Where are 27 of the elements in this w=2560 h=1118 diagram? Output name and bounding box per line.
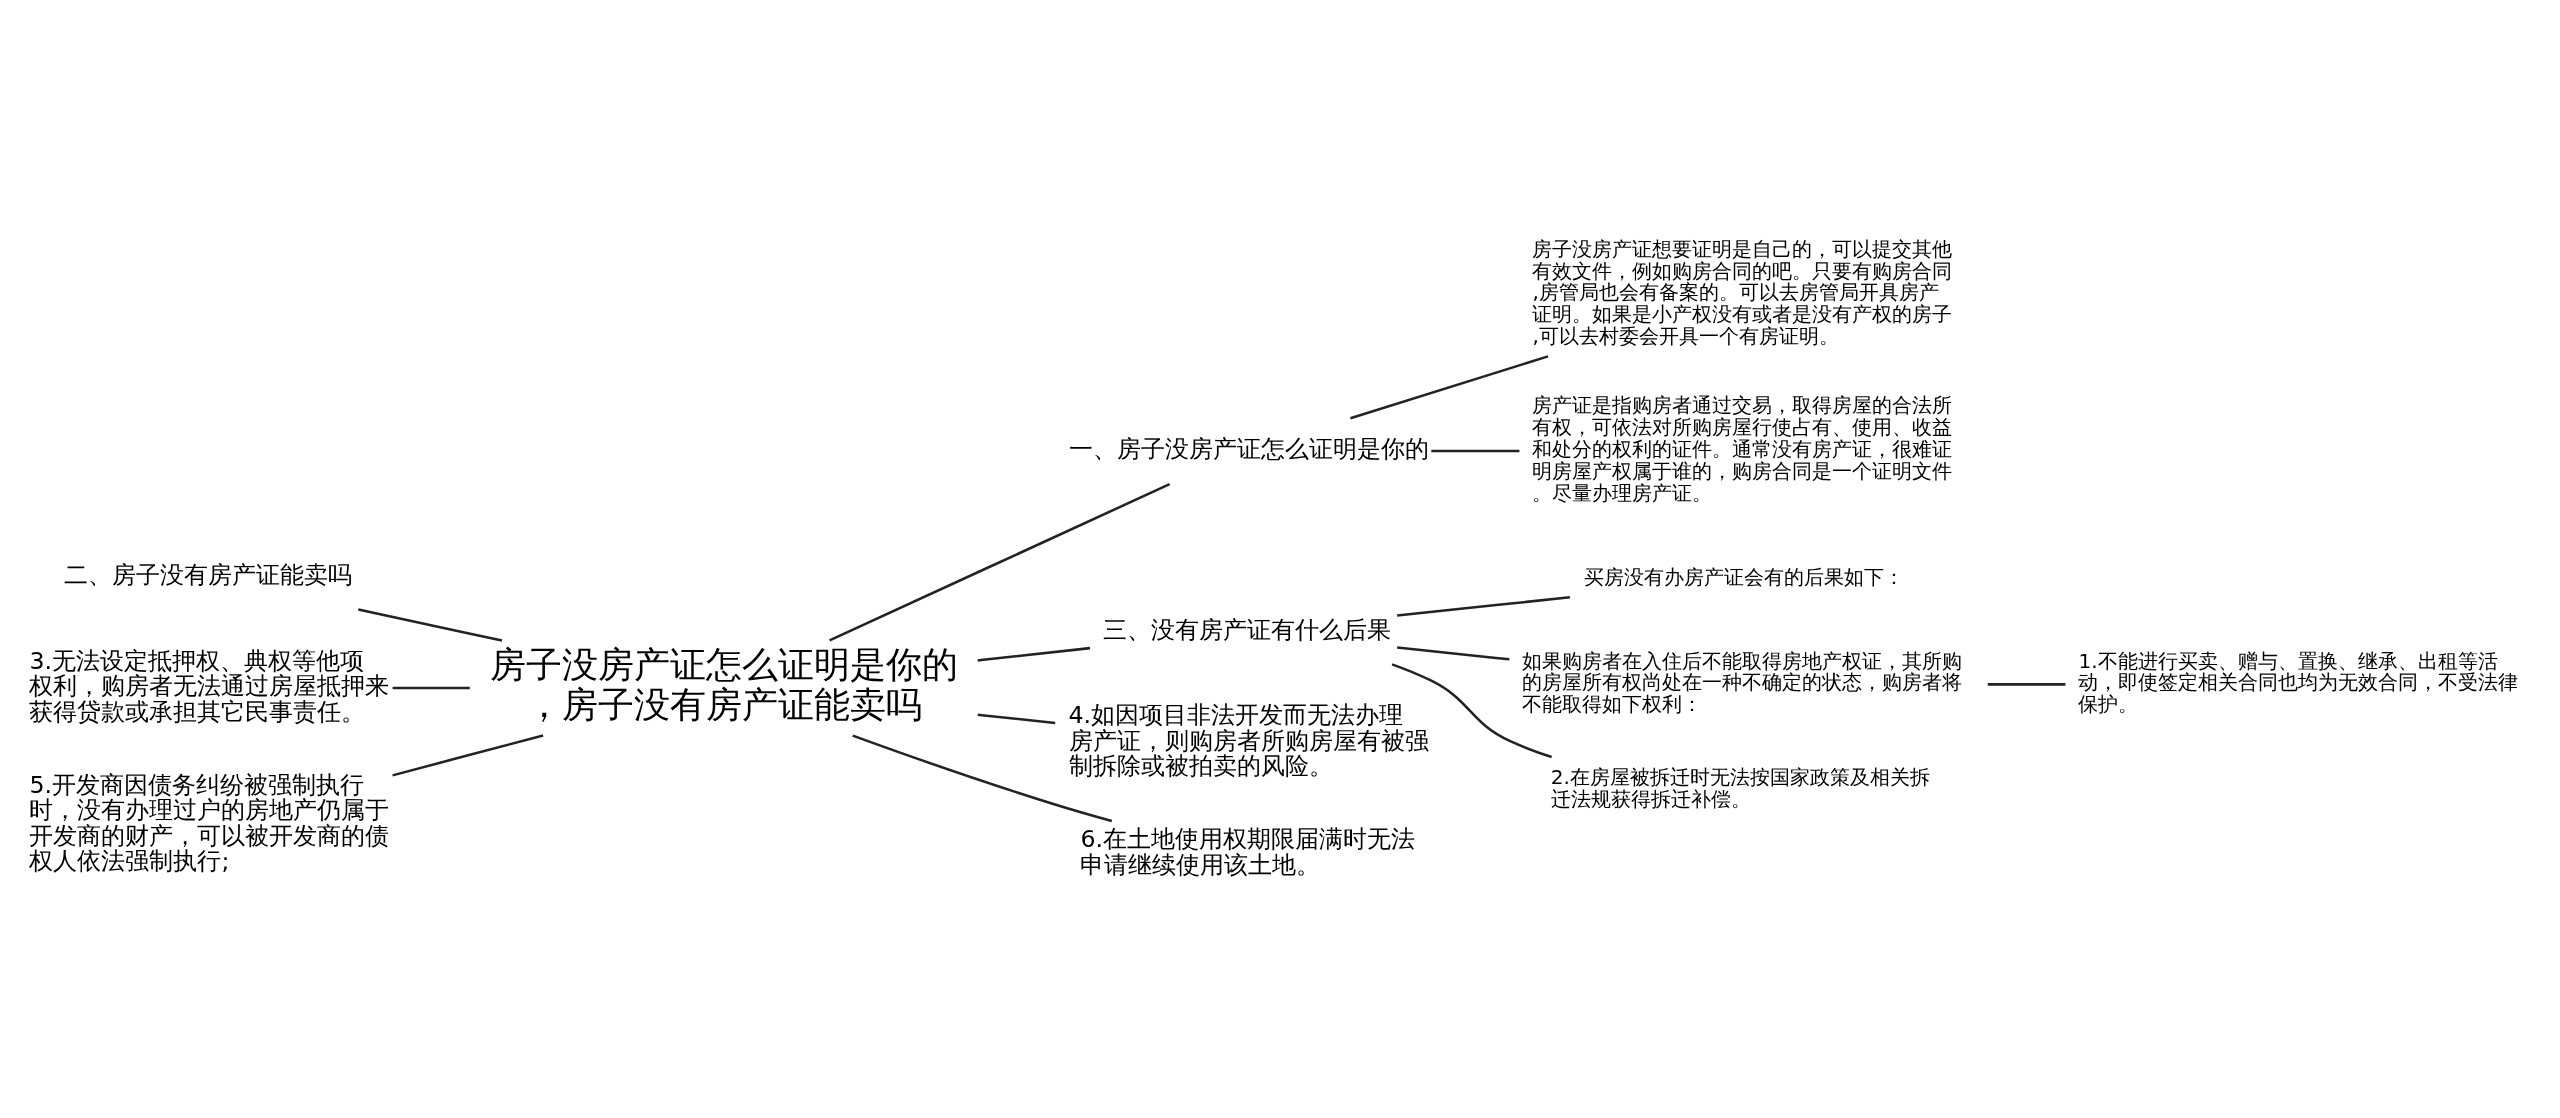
connector xyxy=(392,686,470,689)
node-text: 1.不能进行买卖、赠与、置换、继承、出租等活动，即使签定相关合同也均为无效合同，不受法律保护。 xyxy=(2078,648,2519,716)
connector xyxy=(1987,682,2066,686)
node-text: 6.在土地使用权期限届满时无法申请继续使用该土地。 xyxy=(1080,824,1415,879)
connector xyxy=(829,482,1171,641)
node-text: 房产证是指购房者通过交易，取得房屋的合法所有权，可依法对所购房屋行使占有、使用、收益和处分的权利的证件。通常没有房产证，很难证明房屋产权属于谁的，购房合同是一个证明文件。尽量办理房产证。 xyxy=(1532,392,1953,505)
node-text: 房子没房产证想要证明是自己的，可以提交其他有效文件，例如购房合同的吧。只要有购房合同,房管局也会有备案的。可以去房管局开具房产证明。如果是小产权没有或者是没有产权的房子,可以去村委会开具一个有房证明。 xyxy=(1532,236,1953,348)
node-text: 2.在房屋被拆迁时无法按国家政策及相关拆迁法规获得拆迁补偿。 xyxy=(1550,764,1930,811)
node-text: 4.如因项目非法开发而无法办理房产证，则购房者所购房屋有被强制拆除或被拍卖的风险。 xyxy=(1068,700,1429,780)
node-text: 房子没房产证怎么证明是你的，房子没有房产证能卖吗 xyxy=(490,642,959,726)
connector xyxy=(1431,449,1520,452)
connector xyxy=(977,712,1056,724)
node-text: 买房没有办房产证会有的后果如下： xyxy=(1583,564,1904,589)
connector xyxy=(852,733,1113,822)
connector xyxy=(358,607,503,642)
node-text: 如果购房者在入住后不能取得房地产权证，其所购的房屋所有权尚处在一种不确定的状态，购房者将不能取得如下权利： xyxy=(1522,648,1963,716)
connector xyxy=(1397,645,1510,661)
connector xyxy=(977,646,1091,662)
node-text: 3.无法设定抵押权、典权等他项权利，购房者无法通过房屋抵押来获得贷款或承担其它民事责任。 xyxy=(29,646,390,726)
connector xyxy=(392,733,544,777)
node-text: 一、房子没房产证怎么证明是你的 xyxy=(1068,434,1429,463)
node-text: 三、没有房产证有什么后果 xyxy=(1103,615,1392,644)
node-text: 5.开发商因债务纠纷被强制执行时，没有办理过户的房地产仍属于开发商的财产，可以被开发商的债权人依法强制执行; xyxy=(29,770,390,875)
node-text: 二、房子没有房产证能卖吗 xyxy=(64,560,353,589)
connector xyxy=(1391,662,1553,758)
connector xyxy=(1397,595,1570,617)
connector xyxy=(1350,354,1549,419)
